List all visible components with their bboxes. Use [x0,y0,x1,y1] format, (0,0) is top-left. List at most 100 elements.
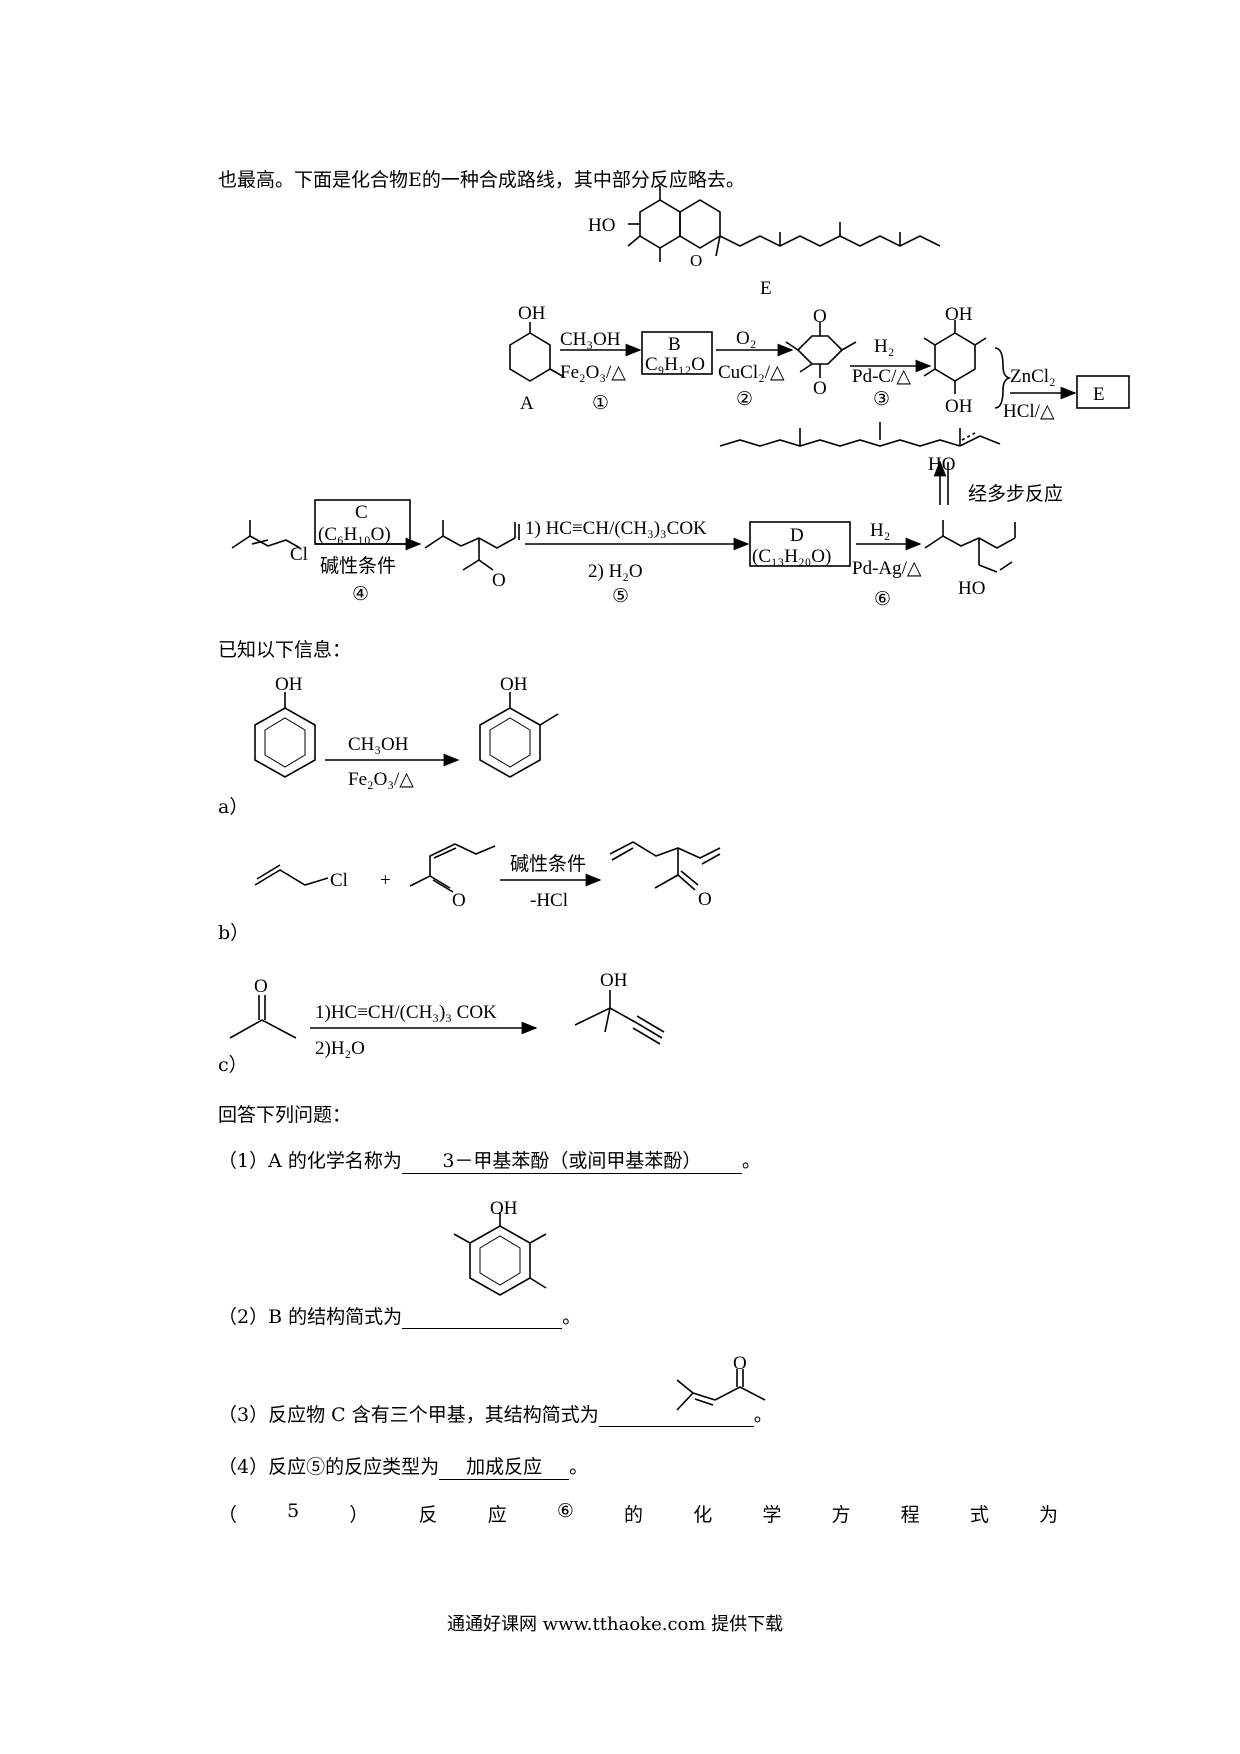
known-reactions: OH CH₃OH Fe₂O₃/△ OH Cl + O 碱性条件 -HCl O O… [229,674,721,1059]
q5-char: ） [349,1504,369,1526]
alcohol-ho-label: HO [958,578,985,599]
allylic-alcohol-structure [924,520,1016,573]
phenol-oh-label: OH [275,674,303,695]
q1-prefix: （1）A 的化学名称为 [218,1150,402,1172]
step3-num: ③ [873,389,890,410]
question-4: （4）反应⑤的反应类型为加成反应。 [218,1452,588,1480]
compound-a-structure [509,322,565,382]
step1-num: ① [592,393,609,414]
hq-oh-bottom: OH [945,396,973,417]
quinone-o-bottom: O [813,378,827,399]
q3-suffix: 。 [753,1404,773,1426]
q5-char: 的 [624,1504,644,1526]
c-box-formula: (C₆H₁₀O) [318,524,391,545]
q5-char: 学 [762,1504,782,1526]
ketone-o-label: O [492,570,506,591]
q2-oh-label: OH [490,1198,518,1219]
q4-prefix: （4）反应⑤的反应类型为 [218,1456,440,1478]
o-cresol-structure [479,692,559,778]
e-ho-label: HO [588,215,615,236]
step6-bottom: Pd-Ag/△ [852,558,922,579]
dienone-o-label: O [698,889,712,910]
q5-char: 为 [1038,1504,1058,1526]
step2-top: O₂ [736,328,756,349]
step5-bottom: 2) H₂O [588,561,643,582]
hydroquinone-structure [923,320,987,394]
q1-answer: 3－甲基苯酚（或间甲基苯酚） [401,1146,742,1174]
dienone-structure [609,841,721,891]
quinone-o-top: O [813,306,827,327]
cresol-oh-label: OH [500,674,528,695]
e-box-label: E [1093,384,1105,405]
d-box-formula: (C₁₃H₂₀O) [752,546,831,567]
step6-top: H₂ [870,520,890,541]
propargyl-oh-label: OH [600,970,628,991]
q5-char: 5 [287,1500,300,1522]
quinone-structure [785,322,857,378]
final-bottom: HCl/△ [1003,401,1055,422]
step4-bottom: 碱性条件 [320,555,396,577]
known-b-bottom: -HCl [530,890,568,911]
q5-char: 化 [693,1504,713,1526]
prenyl-chloride-structure [231,520,301,549]
q2-prefix: （2）B 的结构简式为 [218,1306,403,1328]
step2-bottom: CuCl₂/△ [718,362,785,383]
hq-oh-top: OH [945,304,973,325]
questions-title: 回答下列问题： [218,1104,352,1126]
q4-suffix: 。 [569,1456,589,1478]
question-5: （ 5 ） 反 应 ⑥ 的 化 学 方 程 式 为 [218,1500,1058,1527]
known-a-top: CH₃OH [348,734,409,755]
page-footer: 通通好课网 www.tthaoke.com 提供下载 [447,1614,784,1635]
b-box-formula: C₉H₁₂O [645,354,705,375]
step1-bottom: Fe₂O₃/△ [560,362,626,383]
step5-top: 1) HC≡CH/(CH₃)₃COK [525,518,707,539]
known-a-bottom: Fe₂O₃/△ [348,769,414,790]
a-label: A [520,393,534,414]
propargyl-alcohol-structure [574,990,665,1045]
q5-char: （ [218,1504,238,1526]
final-top: ZnCl₂ [1010,366,1056,387]
known-title: 已知以下信息： [218,639,352,661]
cl-label: Cl [290,544,308,565]
question-3: （3）反应物 C 含有三个甲基，其结构简式为 。 [218,1400,773,1427]
synthesis-scheme: HO O E OH A CH₃OH Fe₂O₃/△ ① B C₉H₁₂O O₂ … [231,186,1130,610]
known-a-label: a） [218,796,249,818]
step6-num: ⑥ [874,589,891,610]
known-b-plus: + [380,870,391,891]
allyl-cl-label: Cl [330,870,348,891]
q3-answer-structure: O [676,1355,766,1411]
q2-suffix: 。 [562,1306,582,1328]
allyl-chloride-structure [254,864,329,886]
step1-top: CH₃OH [560,329,621,350]
q5-char: 式 [969,1504,989,1526]
q2-answer-structure: OH [453,1198,547,1296]
e-o-label: O [690,251,702,270]
c-box-label: C [355,502,368,523]
e-label: E [760,278,772,299]
step2-num: ② [736,389,753,410]
multistep-label: 经多步反应 [968,483,1063,505]
question-2: （2）B 的结构简式为 。 [218,1302,581,1329]
q5-char: 程 [900,1504,920,1526]
enone-o-label: O [452,890,466,911]
enone-structure [409,843,496,893]
chain-ho-label: HO [928,454,955,475]
acetone-structure [229,995,297,1039]
d-box-label: D [790,525,804,546]
known-c-bottom: 2)H₂O [315,1038,365,1059]
compound-e-structure [627,186,941,262]
q5-char: ⑥ [556,1500,574,1522]
step4-num: ④ [352,584,369,605]
step5-num: ⑤ [612,586,629,607]
intro-text: 也最高。下面是化合物E的一种合成路线，其中部分反应略去。 [218,169,745,191]
q3-prefix: （3）反应物 C 含有三个甲基，其结构简式为 [218,1404,599,1426]
known-c-label: c） [218,1054,248,1076]
phytol-chain-structure [719,422,1001,447]
acetone-o-label: O [254,976,268,997]
step3-bottom: Pd-C/△ [852,366,911,387]
q3-o-label: O [733,1355,747,1374]
q5-char: 方 [831,1504,851,1526]
q4-answer: 加成反应 [439,1452,570,1480]
q1-suffix: 。 [741,1150,761,1172]
